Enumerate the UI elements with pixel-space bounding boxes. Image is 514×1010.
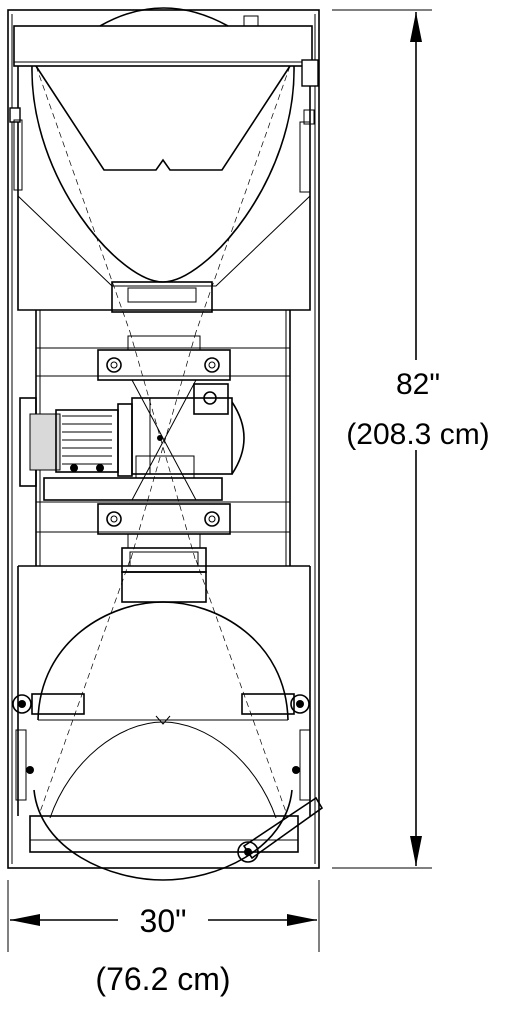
width-dimension — [7, 880, 320, 952]
middle-drive-section — [19, 310, 291, 566]
height-imperial-label: 82" — [396, 368, 440, 401]
outer-frame — [7, 9, 320, 869]
bottom-hopper — [12, 547, 324, 881]
width-metric-label: (76.2 cm) — [95, 961, 230, 997]
height-metric-label: (208.3 cm) — [346, 418, 489, 451]
height-dimension — [332, 9, 460, 869]
top-hopper — [9, 7, 319, 333]
width-imperial-label: 30" — [140, 903, 187, 939]
